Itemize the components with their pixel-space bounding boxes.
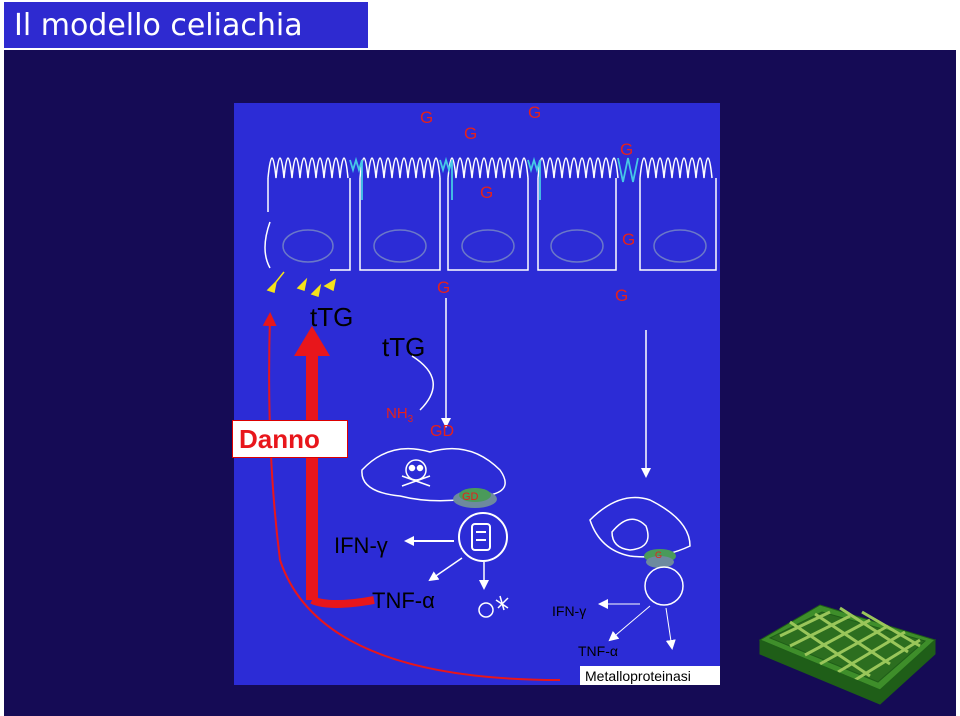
deamidation-arrow <box>411 355 434 411</box>
gd-label: GD <box>462 491 479 503</box>
ttg-label: tTG <box>382 332 425 362</box>
tnf-alpha-label: TNF-α <box>372 588 435 613</box>
mhc-complex-right: G <box>644 549 676 568</box>
antigen-presenting-cell <box>361 447 506 502</box>
gluten-label: G <box>480 183 493 202</box>
metallo-arrow <box>665 607 676 650</box>
tnf-alpha-label: TNF-α <box>578 643 618 659</box>
gluten-label: G <box>528 103 541 122</box>
title-bar: Il modello celiachia <box>4 2 368 48</box>
t-cell-icon <box>458 512 508 562</box>
damage-thin-arrow <box>262 312 561 681</box>
ttg-enzyme-markers <box>266 271 337 297</box>
damage-label-box: Danno <box>232 420 348 458</box>
epithelial-layer <box>264 157 717 271</box>
epithelial-cell <box>359 157 441 271</box>
damage-arrow-base <box>310 596 375 608</box>
gluten-label: G <box>620 140 633 159</box>
gluten-label: G <box>655 550 662 560</box>
epithelial-cell <box>264 157 351 271</box>
tnf-arrow <box>428 557 463 582</box>
extracellular-matrix-illustration <box>758 604 936 705</box>
gluten-label: G <box>420 108 433 127</box>
ifn-gamma-label: IFN-γ <box>334 533 388 558</box>
skull-icon <box>401 459 431 487</box>
deamidated-gliadin-label: GD <box>430 423 454 440</box>
gluten-label: G <box>622 230 635 249</box>
gluten-label: G <box>464 124 477 143</box>
lysis-burst-icon <box>478 595 509 618</box>
gluten-labels: G G G G G G G G <box>420 103 635 305</box>
t-cell-right <box>644 566 684 606</box>
slide-title: Il modello celiachia <box>14 8 303 43</box>
damage-arrowhead <box>294 326 330 356</box>
ammonia-label: NH3 <box>386 405 414 425</box>
damage-label: Danno <box>239 424 320 454</box>
ifn-gamma-label: IFN-γ <box>552 603 586 619</box>
epithelial-cell <box>639 157 717 271</box>
gluten-label: G <box>437 278 450 297</box>
metalloproteinase-label: Metalloproteinasi <box>585 668 691 684</box>
epithelial-cell <box>537 157 619 271</box>
gluten-label: G <box>615 286 628 305</box>
tnf-arrow <box>608 605 651 642</box>
metallo-label-box <box>580 666 720 685</box>
tight-junctions <box>349 156 639 200</box>
ttg-label: tTG <box>310 302 353 332</box>
mhc-gd-complex: GD <box>453 488 497 508</box>
epithelial-cell <box>447 157 529 271</box>
immune-cell-right <box>589 496 691 558</box>
